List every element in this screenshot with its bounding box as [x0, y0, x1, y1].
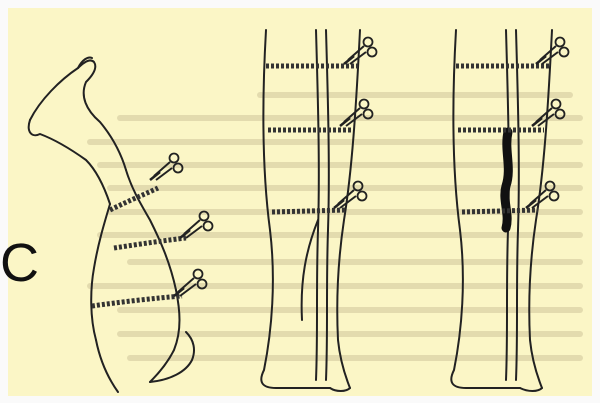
figure-panel-label: C — [0, 236, 39, 290]
varicose-vein-segment — [505, 132, 508, 228]
